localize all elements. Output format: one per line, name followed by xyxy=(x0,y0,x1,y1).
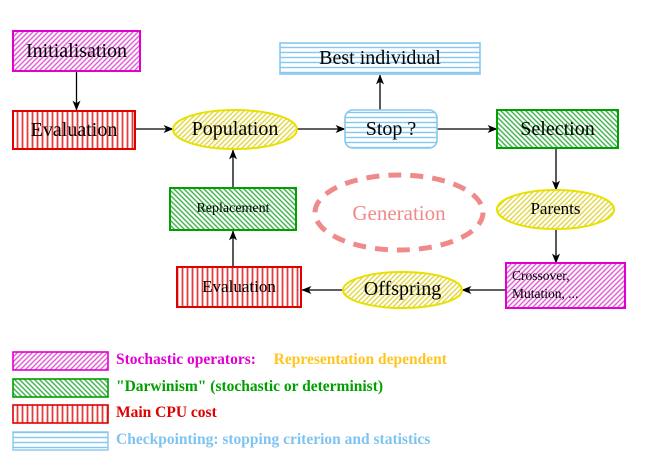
legend-label-checkpointing: Checkpointing: stopping criterion and st… xyxy=(116,431,431,448)
node-generation xyxy=(312,172,486,253)
node-stop[interactable] xyxy=(344,109,438,149)
node-initialisation[interactable] xyxy=(12,30,141,72)
legend-swatch-darwinism xyxy=(12,378,109,398)
legend-label-stochastic-operators: Stochastic operators: xyxy=(116,351,256,368)
node-evaluation-bottom[interactable] xyxy=(176,266,302,308)
legend-swatch-main-cpu-cost xyxy=(12,404,109,424)
node-replacement[interactable] xyxy=(169,187,297,231)
node-operators[interactable] xyxy=(505,262,626,309)
legend-label-darwinism: "Darwinism" (stochastic or determinist) xyxy=(116,378,384,395)
legend-label-representation-dependent: Representation dependent xyxy=(273,351,447,368)
node-population[interactable] xyxy=(172,109,298,150)
node-label-generation: Generation xyxy=(352,201,446,225)
legend-row-stochastic-operators: Stochastic operators: Representation dep… xyxy=(116,352,447,368)
legend-swatch-stochastic-operators xyxy=(12,351,109,371)
node-evaluation-top[interactable] xyxy=(12,110,136,150)
node-selection[interactable] xyxy=(496,109,619,149)
node-offspring[interactable] xyxy=(342,271,463,309)
node-parents[interactable] xyxy=(496,189,615,230)
node-best-individual[interactable] xyxy=(279,42,481,75)
legend-swatch-checkpointing xyxy=(12,431,109,451)
legend-label-main-cpu-cost: Main CPU cost xyxy=(116,404,217,421)
